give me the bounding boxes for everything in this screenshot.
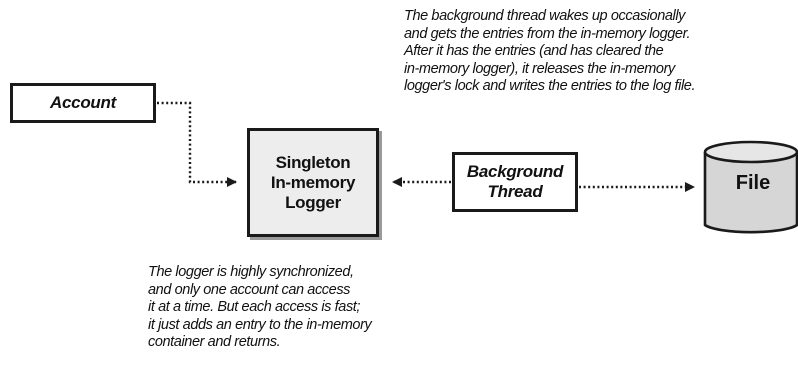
note-line: and only one account can access	[148, 281, 351, 298]
thread-label-line-2: Thread	[487, 182, 543, 201]
note-line: The background thread wakes up occasiona…	[404, 8, 686, 24]
account-box: Account	[10, 83, 156, 123]
note-line: in-memory logger), it releases the in-me…	[404, 60, 675, 77]
logger-note: The logger is highly synchronized, and o…	[148, 264, 372, 352]
file-cylinder-icon	[703, 140, 798, 234]
note-line: and gets the entries from the in-memory …	[404, 25, 691, 42]
note-line: logger's lock and writes the entries to …	[404, 78, 696, 95]
account-label: Account	[50, 93, 116, 112]
logger-label-line-2: In-memory	[270, 172, 356, 192]
note-line: it at a time. But each access is fast;	[148, 299, 361, 316]
account-to-logger-connector	[157, 101, 237, 187]
background-thread-box: Background Thread	[452, 152, 578, 212]
logger-label-line-3: Logger	[285, 192, 341, 212]
background-thread-note: The background thread wakes up occasiona…	[404, 8, 695, 96]
file-label: File	[735, 172, 771, 194]
note-line: After it has the entries (and has cleare…	[404, 43, 664, 60]
singleton-logger-box: Singleton In-memory Logger	[247, 128, 379, 237]
thread-label-line-1: Background	[466, 162, 564, 181]
note-line: container and returns.	[148, 334, 281, 351]
note-line: The logger is highly synchronized,	[148, 264, 354, 280]
note-line: it just adds an entry to the in-memory	[148, 316, 372, 333]
logger-label-line-1: Singleton	[275, 152, 351, 172]
